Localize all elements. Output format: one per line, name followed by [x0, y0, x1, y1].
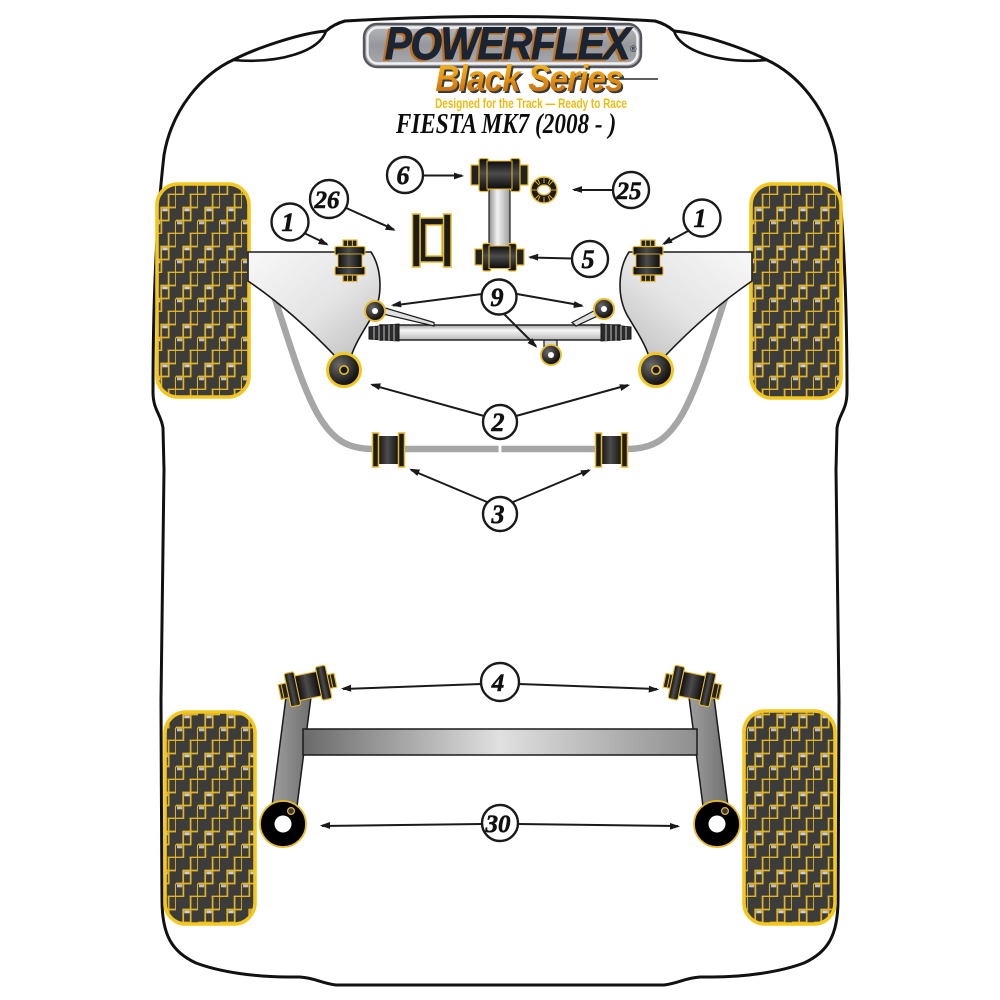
svg-text:FIESTA MK7 (2008 - ): FIESTA MK7 (2008 - ): [395, 108, 616, 140]
svg-text:POWERFLEX: POWERFLEX: [383, 21, 631, 71]
svg-text:3: 3: [491, 500, 505, 529]
svg-text:2: 2: [491, 408, 505, 437]
svg-text:1: 1: [694, 204, 707, 233]
svg-text:Designed for the Track — Ready: Designed for the Track — Ready to Race: [435, 95, 627, 111]
svg-text:5: 5: [582, 245, 595, 274]
svg-text:Black Series: Black Series: [435, 58, 623, 99]
svg-text:25: 25: [616, 178, 642, 205]
svg-text:9: 9: [491, 283, 504, 312]
svg-text:®: ®: [630, 44, 637, 54]
svg-text:6: 6: [397, 161, 410, 190]
svg-text:30: 30: [485, 811, 512, 838]
svg-text:26: 26: [314, 187, 341, 214]
svg-text:POWERFLEX: POWERFLEX: [385, 19, 633, 69]
svg-text:4: 4: [491, 670, 505, 697]
svg-text:1: 1: [282, 208, 295, 237]
